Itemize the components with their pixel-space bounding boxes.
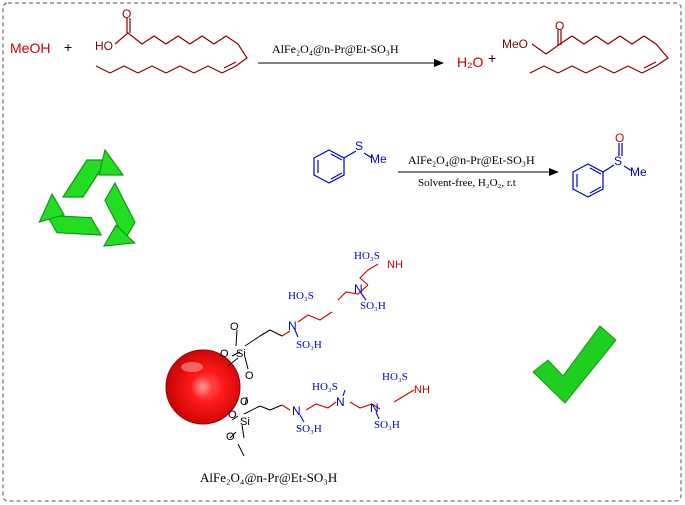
lower-n1: N bbox=[292, 404, 301, 418]
lower-nh: NH bbox=[414, 384, 430, 396]
plus-sign-1: + bbox=[64, 39, 72, 55]
thioanisole-structure bbox=[313, 149, 373, 184]
lower-n3: N bbox=[370, 401, 379, 415]
upper-o-left: O bbox=[220, 348, 229, 360]
checkmark-icon bbox=[532, 325, 617, 404]
sulfoxide-oxygen: O bbox=[615, 131, 624, 145]
lower-ho3s-2: HO₃S bbox=[382, 371, 408, 383]
water-label: H₂O bbox=[457, 54, 484, 70]
ester-carbonyl-oxygen: O bbox=[555, 19, 564, 33]
upper-n1: N bbox=[288, 319, 297, 333]
lower-so3h-2: SO₃H bbox=[374, 419, 400, 431]
recycle-icon bbox=[29, 148, 157, 260]
acid-carbonyl-oxygen: O bbox=[122, 7, 131, 21]
thioanisole-sulfur: S bbox=[355, 139, 363, 153]
lower-ho3s-1: HO₃S bbox=[312, 381, 338, 393]
upper-ho3s-2: HO₃S bbox=[354, 250, 380, 262]
reaction-1-catalyst: AlFe₂O₄@n-Pr@Et-SO₃H bbox=[272, 42, 399, 56]
sulfoxide-sulfur: S bbox=[614, 154, 622, 168]
ester-methoxy-label: MeO bbox=[502, 37, 528, 51]
lower-si-label: Si bbox=[240, 416, 250, 428]
catalyst-name-label: AlFe₂O₄@n-Pr@Et-SO₃H bbox=[200, 470, 337, 485]
reaction-2-conditions: Solvent-free, H₂O₂, r.t bbox=[418, 177, 516, 189]
upper-so3h-2: SO₃H bbox=[360, 300, 386, 312]
lower-o-bottom: O bbox=[226, 431, 235, 443]
sulfoxide-structure bbox=[572, 143, 633, 198]
upper-n2: N bbox=[354, 282, 363, 296]
acid-hydroxyl-label: HO bbox=[95, 39, 113, 53]
reaction-2: S Me AlFe₂O₄@n-Pr@Et-SO₃H Solvent-free, … bbox=[313, 131, 647, 198]
lower-so3h-1: SO₃H bbox=[296, 423, 322, 435]
upper-nh: NH bbox=[387, 259, 403, 271]
upper-o-bottom: O bbox=[245, 370, 254, 382]
sulfoxide-methyl: Me bbox=[630, 165, 647, 179]
oleic-acid-structure bbox=[95, 18, 248, 74]
reaction-1: MeOH + O HO AlFe₂O₄@n-Pr@Et-SO₃H H₂O + O… bbox=[10, 7, 669, 74]
methyl-oleate-structure bbox=[529, 30, 669, 74]
upper-si-label: Si bbox=[236, 348, 246, 360]
lower-o-left: O bbox=[228, 409, 237, 421]
thioanisole-methyl: Me bbox=[370, 152, 387, 166]
plus-sign-2: + bbox=[488, 50, 496, 66]
upper-so3h-1: SO₃H bbox=[296, 339, 322, 351]
lower-o-top: O bbox=[240, 396, 249, 408]
catalyst-structure: O Si O O O O Si O N SO₃H N HO₃S bbox=[165, 250, 430, 485]
upper-methoxy-o: O bbox=[230, 321, 239, 333]
methanol-label: MeOH bbox=[10, 40, 50, 56]
upper-ho3s-1: HO₃S bbox=[288, 290, 314, 302]
nanoparticle-sphere bbox=[165, 349, 241, 425]
reaction-2-catalyst: AlFe₂O₄@n-Pr@Et-SO₃H bbox=[408, 153, 535, 167]
lower-n2: N bbox=[336, 395, 345, 409]
